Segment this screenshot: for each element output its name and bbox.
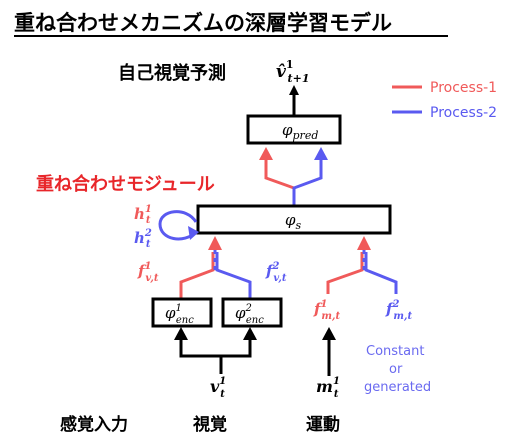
- legend-process2-label: Process-2: [430, 105, 497, 121]
- superposition-module-label: 重ね合わせモジュール: [36, 173, 215, 195]
- phi-pred-label: φpred: [282, 121, 318, 142]
- phi-s-label: φs: [285, 211, 302, 232]
- connector-fm1-to-merge: [326, 252, 364, 294]
- diagram-title: 重ね合わせメカニズムの深層学習モデル: [14, 11, 392, 35]
- recurrent-loop: [158, 210, 198, 241]
- legend-process1-label: Process-1: [430, 80, 497, 96]
- self-prediction-label: 自己視覚予測: [118, 62, 226, 84]
- legend: Process-1 Process-2: [392, 80, 497, 121]
- arrowhead-pred-right: [314, 147, 328, 160]
- phi-s-box: [196, 204, 392, 235]
- arrowhead-vis-to-s: [208, 236, 222, 250]
- connector-s-to-pred-process2: [292, 160, 323, 205]
- connector-s-to-pred-process1: [264, 160, 296, 205]
- constant-line2: or: [389, 362, 403, 377]
- arrowhead-motor-input: [322, 327, 336, 340]
- encoder1-box: [151, 297, 213, 328]
- vision-input-split: [179, 338, 252, 374]
- arrowhead-vision-enc1: [174, 327, 188, 340]
- arrowhead-pred-left: [259, 147, 273, 160]
- sensory-input-label: 感覚入力: [60, 414, 128, 435]
- recurrent-loop-arrowhead: [188, 226, 199, 240]
- constant-line1: Constant: [366, 344, 424, 359]
- connector-enc1-to-merge: [179, 252, 215, 298]
- encoder2-box: [221, 297, 283, 328]
- arrowhead-motor-to-s: [357, 236, 371, 250]
- connector-fm2-to-merge: [364, 252, 398, 294]
- constant-line3: generated: [364, 380, 431, 395]
- vision-label: 視覚: [192, 414, 227, 435]
- phi-pred-box: [246, 114, 342, 145]
- connector-enc2-to-merge: [215, 252, 252, 298]
- arrowhead-vision-enc2: [243, 327, 257, 340]
- motor-label: 運動: [306, 414, 340, 435]
